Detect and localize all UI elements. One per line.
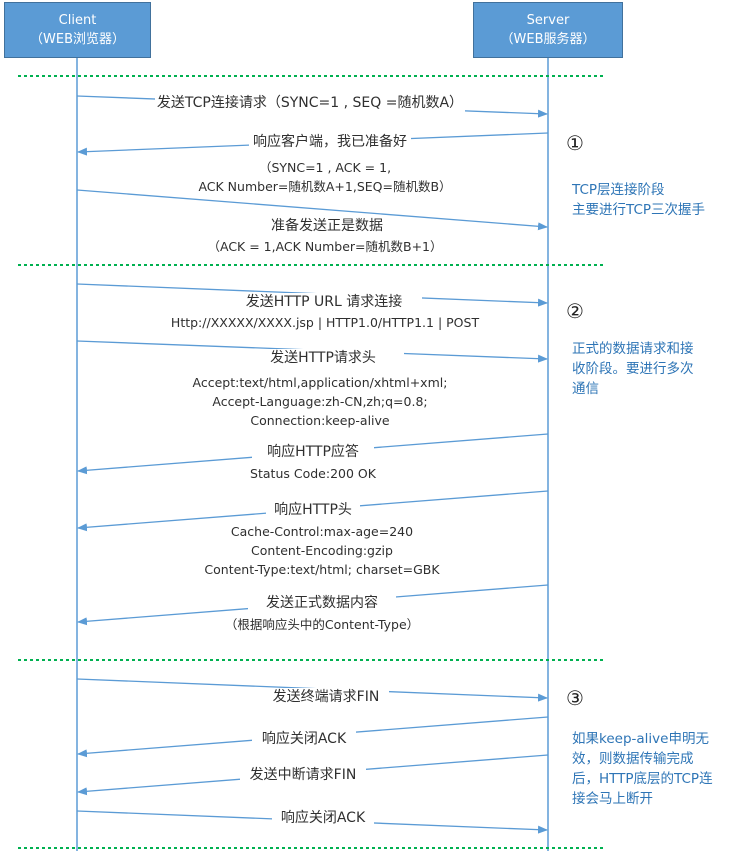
message-label: Http://XXXXX/XXXX.jsp | HTTP1.0/HTTP1.1 … xyxy=(150,313,500,332)
phase-note-line: 收阶段。要进行多次 xyxy=(572,361,694,377)
message-title: 发送TCP连接请求（SYNC=1 , SEQ =随机数A） xyxy=(156,95,464,111)
message-label: 发送正式数据内容 xyxy=(248,594,396,613)
message-label: （SYNC=1 , ACK = 1, ACK Number=随机数A+1,SEQ… xyxy=(185,158,465,196)
message-title: 响应HTTP应答 xyxy=(267,444,359,460)
phase-marker: ③ xyxy=(566,686,584,710)
phase-note-line: 主要进行TCP三次握手 xyxy=(572,202,706,218)
message-detail: Accept:text/html,application/xhtml+xml; xyxy=(192,375,448,390)
message-title: 发送中断请求FIN xyxy=(249,767,357,783)
message-title: 响应关闭ACK xyxy=(280,810,366,826)
phase-note-line: 通信 xyxy=(572,381,599,397)
message-label: 发送HTTP URL 请求连接 xyxy=(226,293,422,312)
server-box: Server （WEB服务器） xyxy=(473,2,623,58)
server-subtitle: （WEB服务器） xyxy=(500,32,596,47)
phase-note: 正式的数据请求和接 收阶段。要进行多次 通信 xyxy=(572,339,732,399)
message-label: 准备发送正是数据 xyxy=(212,217,442,236)
message-title: 发送正式数据内容 xyxy=(266,595,378,611)
message-label: 发送中断请求FIN xyxy=(240,766,366,785)
message-detail: Status Code:200 OK xyxy=(250,466,376,481)
phase-marker: ② xyxy=(566,299,584,323)
client-name: Client xyxy=(58,13,97,28)
message-label: 发送终端请求FIN xyxy=(263,688,389,707)
message-detail: ACK Number=随机数A+1,SEQ=随机数B） xyxy=(198,179,452,194)
message-title: 准备发送正是数据 xyxy=(267,217,387,236)
message-detail: Content-Encoding:gzip xyxy=(251,543,393,558)
message-title: 发送HTTP URL 请求连接 xyxy=(245,294,403,310)
message-label: 响应关闭ACK xyxy=(252,730,356,749)
message-label: 发送TCP连接请求（SYNC=1 , SEQ =随机数A） xyxy=(155,94,465,113)
message-detail: Http://XXXXX/XXXX.jsp | HTTP1.0/HTTP1.1 … xyxy=(170,315,480,330)
message-label: （ACK = 1,ACK Number=随机数B+1） xyxy=(195,237,455,256)
client-box: Client （WEB浏览器） xyxy=(4,2,151,58)
phase-note-line: 如果keep-alive申明无 xyxy=(572,731,709,747)
client-subtitle: （WEB浏览器） xyxy=(30,32,125,47)
phase-note-line: 效，则数据传输完成 xyxy=(572,751,694,767)
message-arrow xyxy=(76,189,548,231)
server-name: Server xyxy=(526,13,570,28)
phase-note: 如果keep-alive申明无 效，则数据传输完成 后，HTTP底层的TCP连 … xyxy=(572,729,732,809)
phase-note-line: TCP层连接阶段 xyxy=(572,182,665,198)
message-detail: Connection:keep-alive xyxy=(250,413,390,428)
message-title: 发送HTTP请求头 xyxy=(270,350,376,366)
message-title: 发送终端请求FIN xyxy=(272,689,380,705)
message-detail: Cache-Control:max-age=240 xyxy=(230,524,414,539)
message-title: 响应关闭ACK xyxy=(261,731,347,747)
phase-marker: ① xyxy=(566,131,584,155)
message-detail: Content-Type:text/html; charset=GBK xyxy=(204,562,440,577)
phase-note-line: 后，HTTP底层的TCP连 xyxy=(572,771,713,787)
message-label: 响应HTTP应答 xyxy=(252,443,374,462)
message-label: 响应关闭ACK xyxy=(272,809,374,828)
phase-note-line: 正式的数据请求和接 xyxy=(572,341,694,357)
message-label: 发送HTTP请求头 xyxy=(242,349,404,368)
message-detail: （根据响应头中的Content-Type） xyxy=(224,617,420,632)
phase-note: TCP层连接阶段 主要进行TCP三次握手 xyxy=(572,180,732,220)
message-detail: （ACK = 1,ACK Number=随机数B+1） xyxy=(207,239,443,254)
message-label: Accept:text/html,application/xhtml+xml; … xyxy=(175,373,465,430)
message-label: 响应客户端，我已准备好 xyxy=(195,133,465,152)
message-label: Cache-Control:max-age=240 Content-Encodi… xyxy=(190,522,454,579)
message-detail: （SYNC=1 , ACK = 1, xyxy=(258,160,392,175)
message-label: Status Code:200 OK xyxy=(230,464,396,483)
message-label: 响应HTTP头 xyxy=(266,501,360,520)
message-label: （根据响应头中的Content-Type） xyxy=(200,615,444,634)
message-title: 响应HTTP头 xyxy=(274,502,352,518)
message-title: 响应客户端，我已准备好 xyxy=(249,133,411,152)
phase-note-line: 接会马上断开 xyxy=(572,791,653,807)
message-detail: Accept-Language:zh-CN,zh;q=0.8; xyxy=(212,394,428,409)
